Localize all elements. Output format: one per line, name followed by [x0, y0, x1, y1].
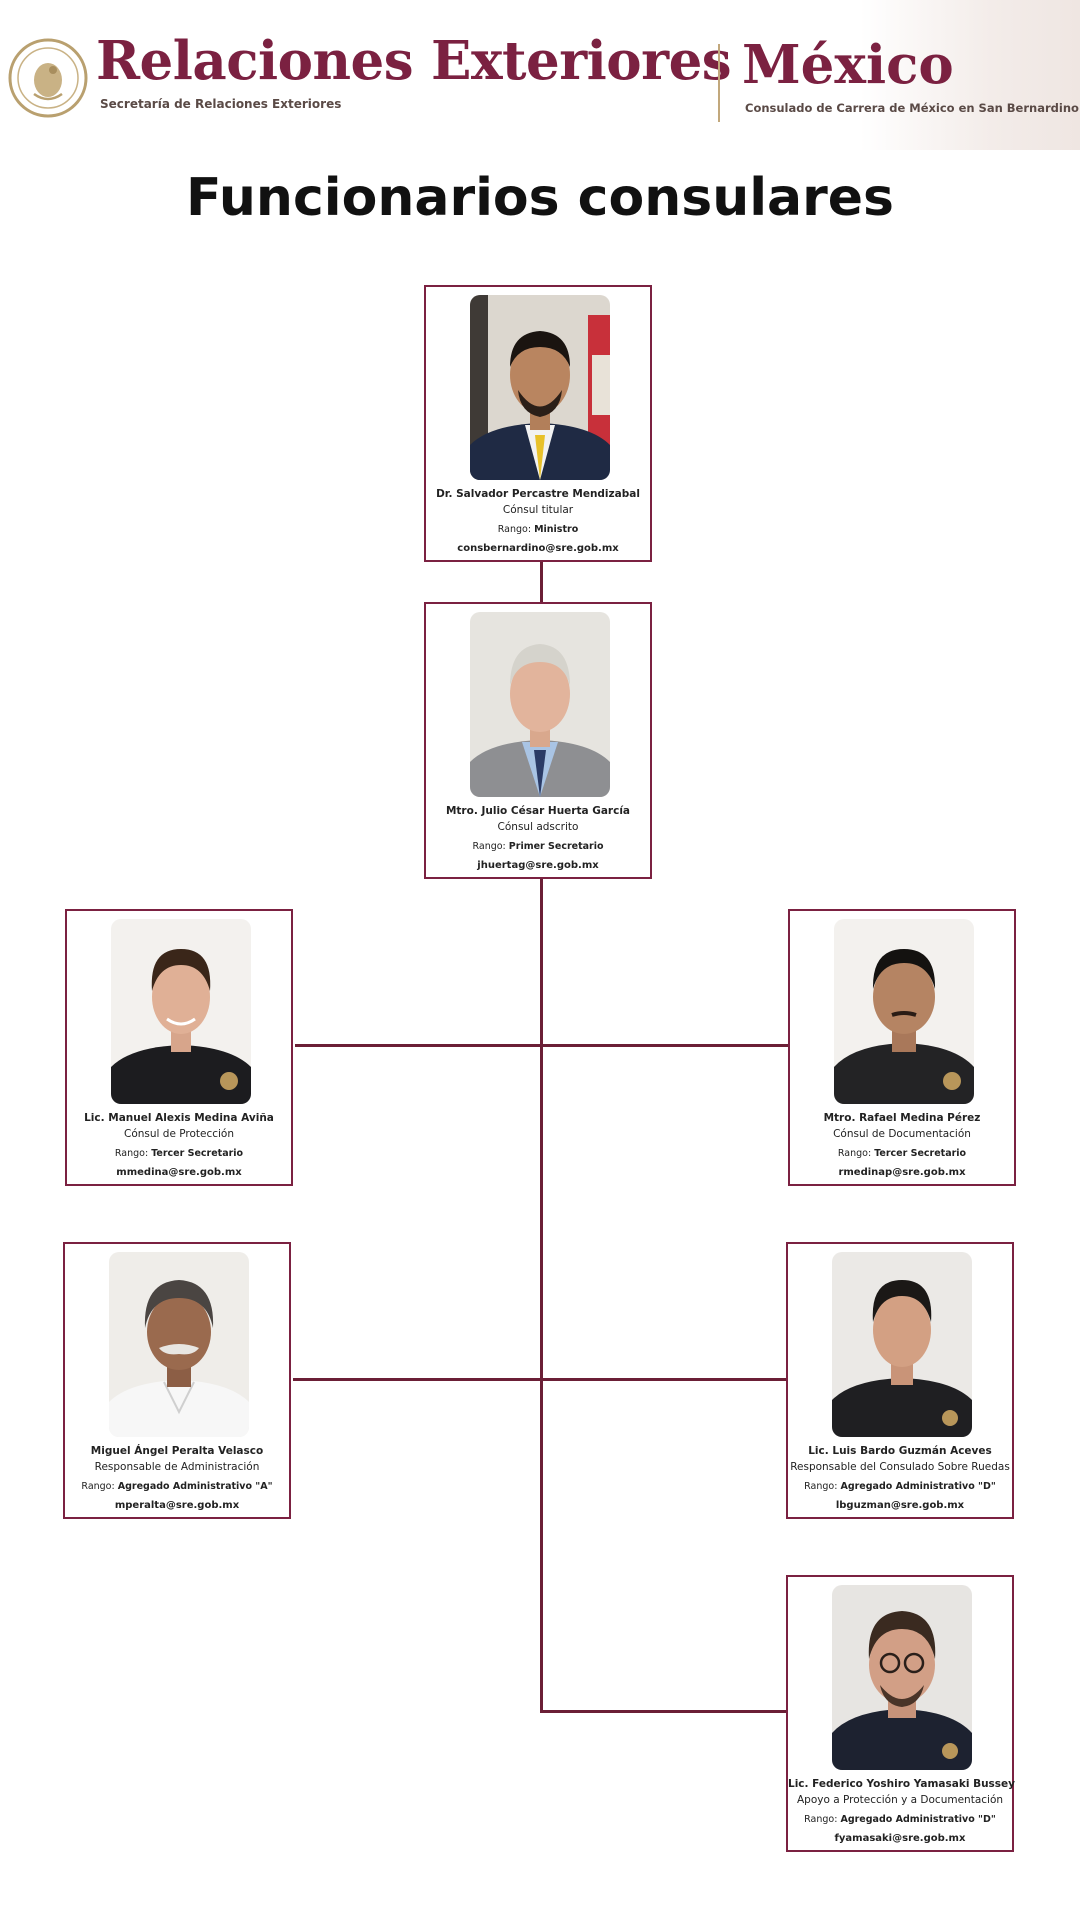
official-photo — [109, 1252, 249, 1437]
official-role: Cónsul de Protección — [123, 1128, 235, 1140]
official-photo — [470, 295, 610, 480]
official-role: Cónsul de Documentación — [833, 1128, 971, 1140]
official-role: Cónsul titular — [502, 504, 574, 516]
official-name: Dr. Salvador Percastre Mendizabal — [436, 488, 640, 500]
official-card-consul-adscrito: Mtro. Julio César Huerta García Cónsul a… — [424, 602, 652, 879]
official-card-consul-documentacion: Mtro. Rafael Medina Pérez Cónsul de Docu… — [788, 909, 1016, 1186]
official-photo — [470, 612, 610, 797]
official-email: fyamasaki@sre.gob.mx — [834, 1833, 966, 1844]
official-email: jhuertag@sre.gob.mx — [477, 860, 599, 871]
official-rank: Rango: Agregado Administrativo "A" — [81, 1481, 273, 1492]
official-name: Lic. Manuel Alexis Medina Aviña — [84, 1112, 274, 1124]
official-rank: Rango: Primer Secretario — [472, 841, 604, 852]
official-name: Lic. Federico Yoshiro Yamasaki Bussey — [788, 1778, 1016, 1790]
official-name: Mtro. Julio César Huerta García — [445, 805, 631, 817]
official-email: rmedinap@sre.gob.mx — [838, 1167, 966, 1178]
connector-line — [295, 1044, 789, 1047]
official-rank: Rango: Ministro — [497, 524, 579, 535]
official-role: Responsable del Consulado Sobre Ruedas — [790, 1461, 1010, 1473]
official-rank: Rango: Tercer Secretario — [114, 1148, 244, 1159]
official-rank: Rango: Tercer Secretario — [837, 1148, 967, 1159]
official-name: Lic. Luis Bardo Guzmán Aceves — [808, 1445, 992, 1457]
official-card-consul-titular: Dr. Salvador Percastre Mendizabal Cónsul… — [424, 285, 652, 562]
header-decoration — [860, 0, 1080, 150]
official-email: lbguzman@sre.gob.mx — [835, 1500, 965, 1511]
official-photo — [834, 919, 974, 1104]
official-email: mperalta@sre.gob.mx — [114, 1500, 240, 1511]
official-role: Apoyo a Protección y a Documentación — [796, 1794, 1004, 1806]
official-name: Miguel Ángel Peralta Velasco — [90, 1445, 264, 1457]
official-role: Responsable de Administración — [94, 1461, 260, 1473]
consulate-name: Consulado de Carrera de México en San Be… — [745, 101, 1079, 115]
header-separator — [718, 44, 720, 122]
official-card-administracion: Miguel Ángel Peralta Velasco Responsable… — [63, 1242, 291, 1519]
official-card-consulado-sobre-ruedas: Lic. Luis Bardo Guzmán Aceves Responsabl… — [786, 1242, 1014, 1519]
connector-line — [293, 1378, 786, 1381]
official-photo — [832, 1585, 972, 1770]
national-seal-icon — [8, 38, 88, 118]
official-card-consul-proteccion: Lic. Manuel Alexis Medina Aviña Cónsul d… — [65, 909, 293, 1186]
brand-title: Relaciones Exteriores — [96, 30, 732, 92]
official-photo — [111, 919, 251, 1104]
connector-line — [540, 1710, 786, 1713]
official-name: Mtro. Rafael Medina Pérez — [823, 1112, 981, 1124]
official-email: consbernardino@sre.gob.mx — [457, 543, 619, 554]
country-title: México — [742, 34, 954, 96]
official-rank: Rango: Agregado Administrativo "D" — [804, 1481, 996, 1492]
page-title: Funcionarios consulares — [185, 168, 895, 228]
official-email: mmedina@sre.gob.mx — [116, 1167, 242, 1178]
official-card-apoyo: Lic. Federico Yoshiro Yamasaki Bussey Ap… — [786, 1575, 1016, 1852]
official-rank: Rango: Agregado Administrativo "D" — [804, 1814, 996, 1825]
official-role: Cónsul adscrito — [497, 821, 579, 833]
official-photo — [832, 1252, 972, 1437]
connector-line — [540, 879, 543, 1713]
connector-line — [540, 562, 543, 602]
brand-subtitle: Secretaría de Relaciones Exteriores — [100, 97, 342, 111]
